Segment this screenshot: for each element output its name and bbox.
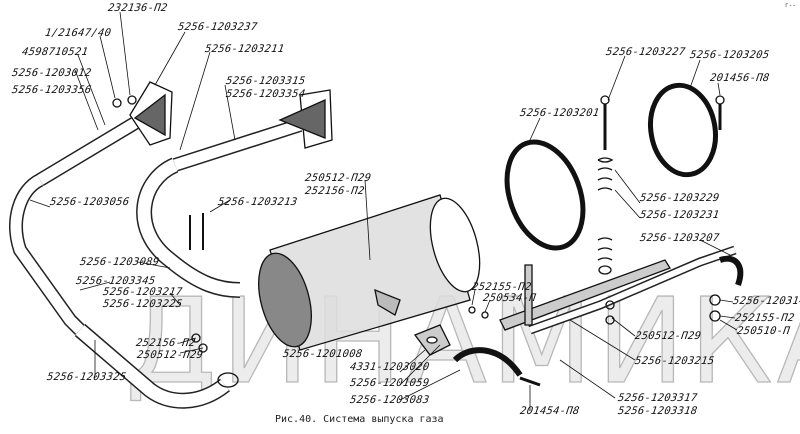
part-label: 5256-1203315 (225, 75, 307, 87)
part-label: 201456-П8 (709, 72, 771, 84)
figure-caption: Рис.40. Система выпуска газа (275, 414, 444, 425)
corner-mark: г-- (785, 2, 796, 9)
part-label: 5256-1203231 (639, 209, 721, 221)
part-label: 1/21647/40 (44, 27, 113, 39)
part-label: 5256-1201008 (282, 348, 364, 360)
part-label: 232136-П2 (107, 2, 169, 14)
part-label: 5256-1203237 (177, 21, 259, 33)
part-label: 252156-П2 (135, 337, 197, 349)
part-label: 201454-П8 (519, 405, 581, 417)
flange-bracket-left (129, 81, 173, 146)
support-bracket (499, 245, 744, 335)
part-label: 5256-1203318 (617, 405, 699, 417)
part-label: 5256-1201059 (349, 377, 431, 389)
part-label: 5256-1203211 (204, 43, 286, 55)
part-label: 5256-1203083 (349, 394, 431, 406)
part-label: 250512-П29 (136, 349, 205, 361)
part-label: 5256-1203325 (46, 371, 128, 383)
part-label: 5256-1203215 (634, 355, 716, 367)
part-label: 5256-1203089 (79, 256, 161, 268)
muffler (258, 194, 481, 351)
part-label: 5256-1203356 (11, 84, 93, 96)
front-pipe-right (136, 89, 333, 298)
part-label: 252155-П2 (734, 312, 796, 324)
part-label: 252156-П2 (304, 185, 366, 197)
part-label: 5256-1203012 (11, 67, 93, 79)
part-label: 5256-1203140 (732, 295, 800, 307)
part-label: 5256-1203354 (225, 88, 307, 100)
part-label: 5256-1203201 (519, 107, 601, 119)
part-label: 4598710521 (21, 46, 90, 58)
part-label: 250510-П (736, 325, 791, 337)
part-label: 5256-1203317 (617, 392, 699, 404)
part-label: 5256-1203217 (102, 286, 184, 298)
part-label: 5256-1203213 (217, 196, 299, 208)
tail-pipe (413, 324, 541, 387)
part-label: 5256-1203056 (49, 196, 131, 208)
part-label: 5256-1203207 (639, 232, 721, 244)
part-label: 5256-1203205 (689, 49, 771, 61)
part-label: 250534-П (482, 292, 537, 304)
part-label: 5256-1203225 (102, 298, 184, 310)
part-label: 4331-1203020 (349, 361, 431, 373)
leader-lines (29, 11, 738, 410)
part-label: 250512-П29 (634, 330, 703, 342)
muffler-clamp (504, 82, 725, 275)
part-label: 5256-1203229 (639, 192, 721, 204)
part-label: 250512-П29 (304, 172, 373, 184)
front-pipe-left (9, 113, 239, 409)
part-label: 5256-1203227 (605, 46, 687, 58)
